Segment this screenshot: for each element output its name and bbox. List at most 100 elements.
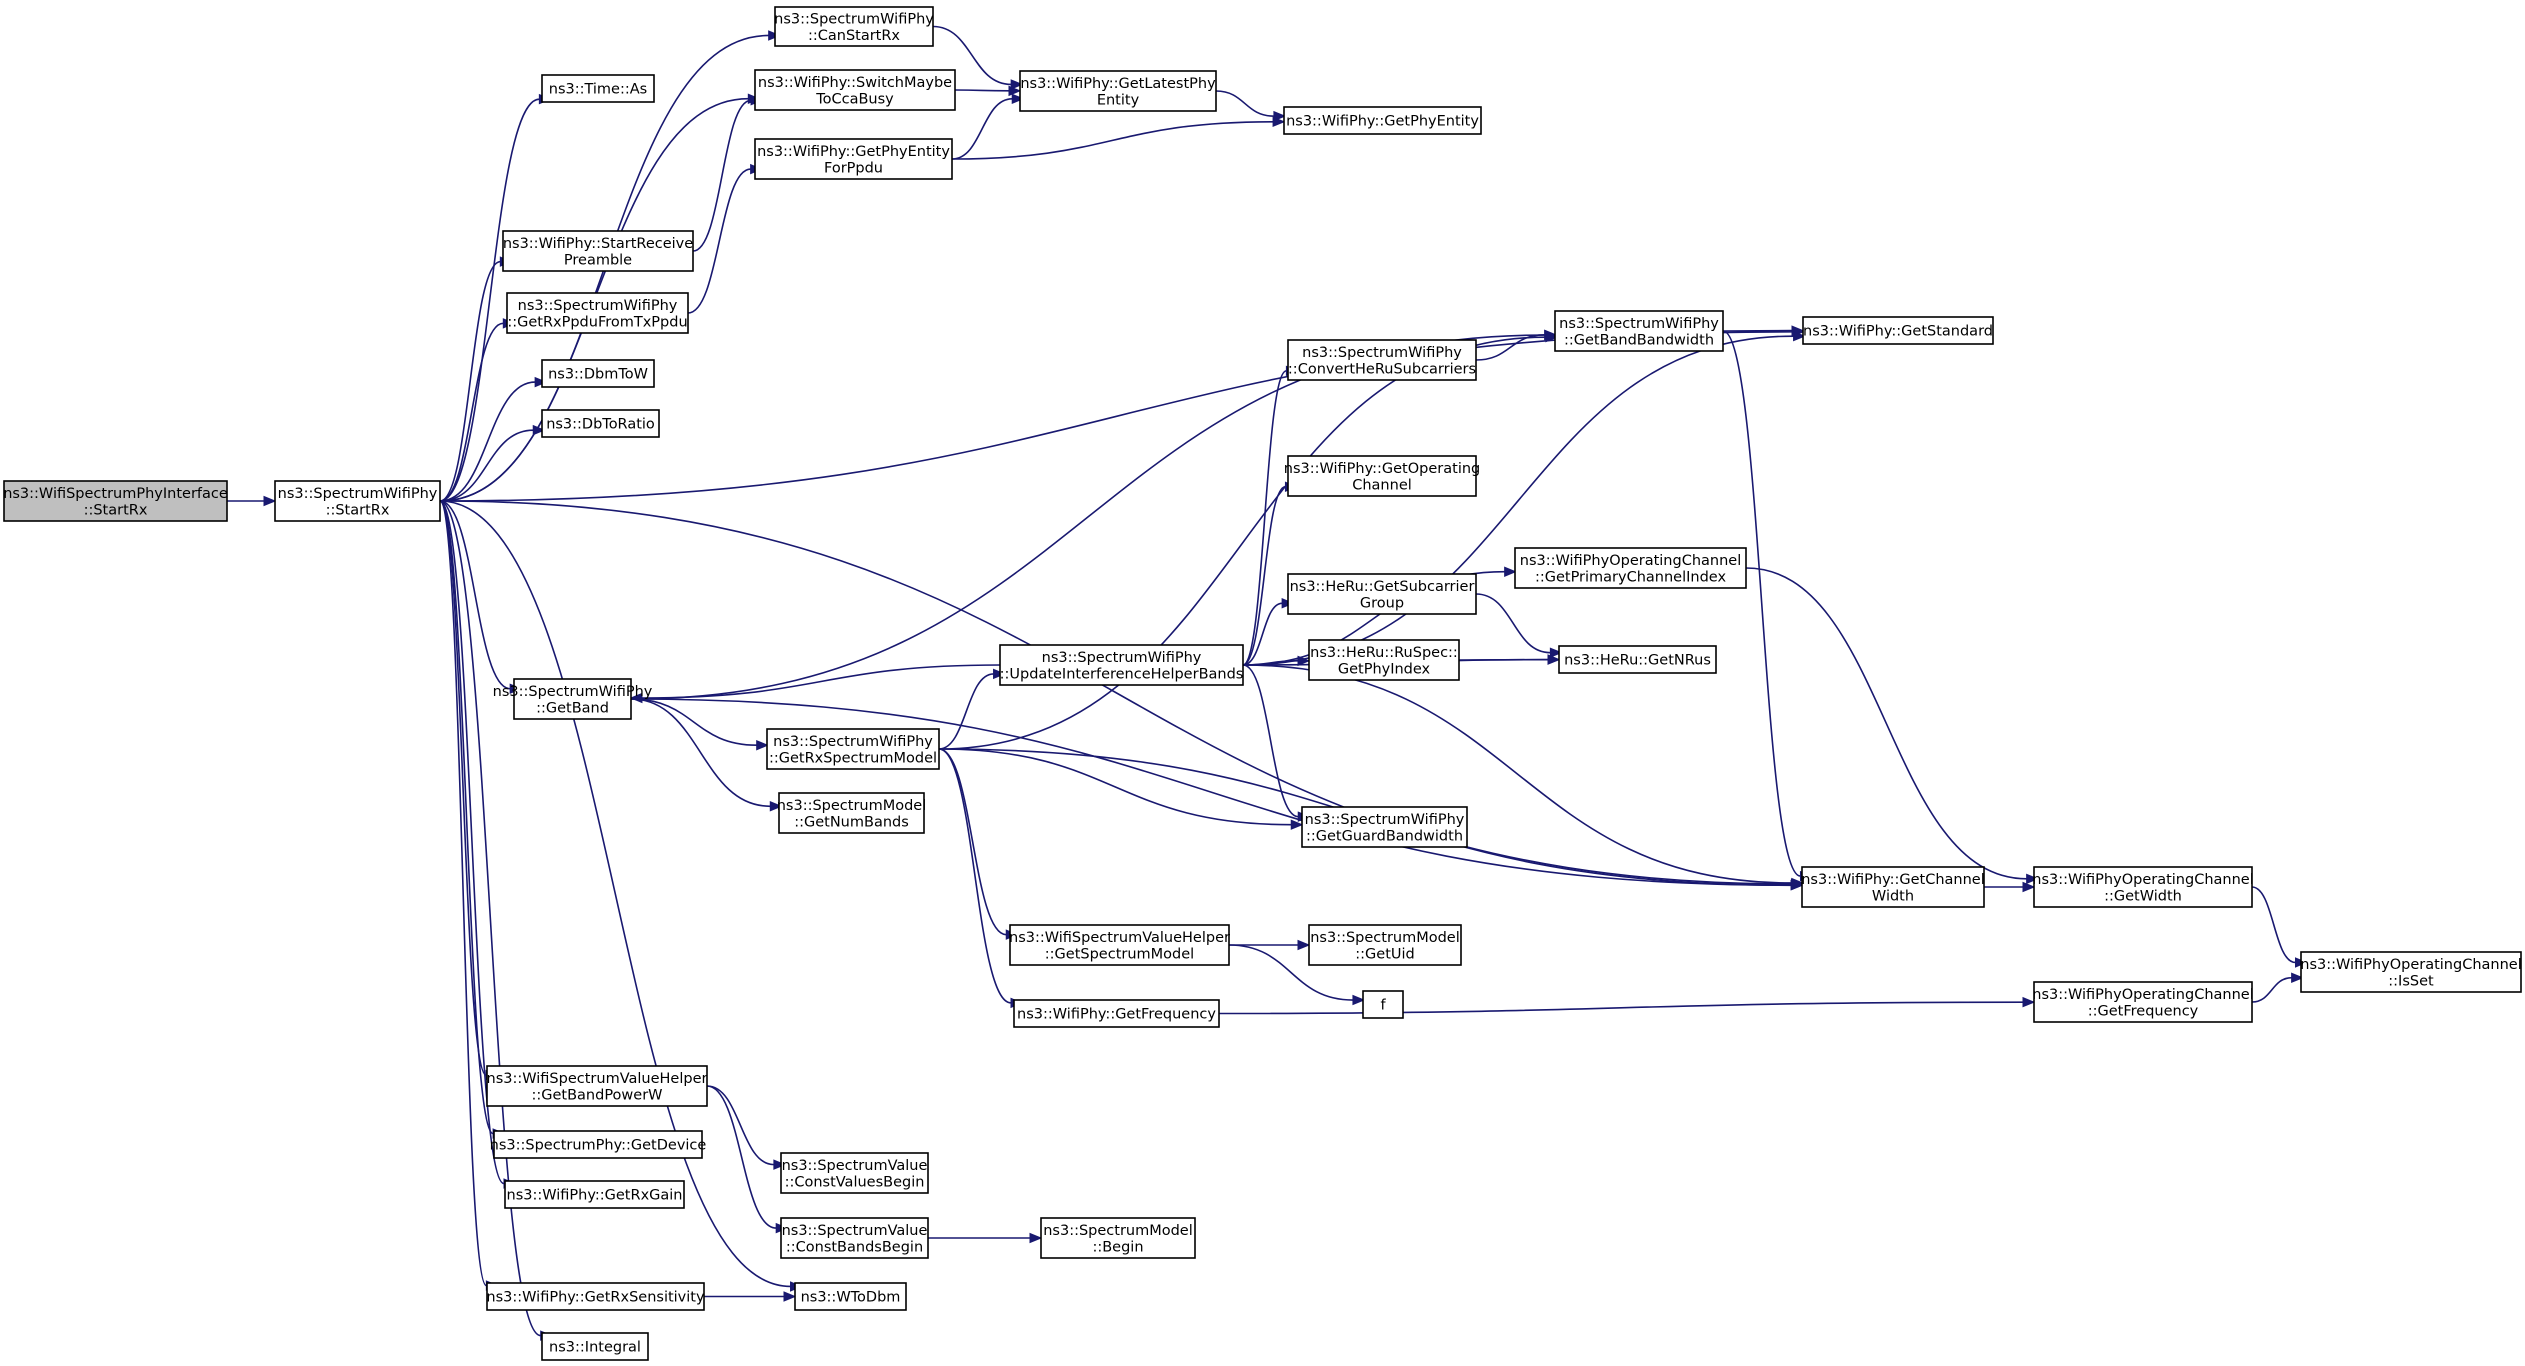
node-getbandpowerw[interactable]: ns3::WifiSpectrumValueHelper::GetBandPow… [486, 1065, 708, 1107]
node-label: f [1380, 998, 1386, 1014]
node-box [1301, 806, 1468, 848]
call-edge-getbandwidth-to-getstandard [1722, 325, 1805, 336]
node-getrxppdu[interactable]: ns3::SpectrumWifiPhy::GetRxPpduFromTxPpd… [506, 292, 689, 334]
call-edge-getband-to-getrxspectrum [630, 698, 769, 751]
node-label: ::UpdateInterferenceHelperBands [1000, 666, 1244, 682]
call-edge-root-to-sp_startrx [226, 495, 277, 507]
node-label: ns3::SpectrumWifiPhy [773, 734, 933, 750]
node-label: ::GetNumBands [794, 814, 909, 830]
node-box [2033, 866, 2253, 908]
node-label: ns3::Time::As [549, 82, 647, 98]
call-edge-updateinterf-to-converthe [1242, 365, 1299, 666]
node-getstandard[interactable]: ns3::WifiPhy::GetStandard [1802, 316, 1994, 345]
node-sm-begin[interactable]: ns3::SpectrumModel::Begin [1040, 1217, 1196, 1259]
call-edge-getrxspectrum-to-getfrequency [938, 748, 1024, 1009]
node-label: GetPhyIndex [1338, 661, 1431, 677]
node-ruspec-phyidx[interactable]: ns3::HeRu::RuSpec::GetPhyIndex [1308, 639, 1460, 681]
node-label: ::GetWidth [2104, 888, 2182, 904]
node-time-as[interactable]: ns3::Time::As [541, 74, 655, 103]
node-box [504, 1180, 685, 1209]
node-updateinterf[interactable]: ns3::SpectrumWifiPhy::UpdateInterference… [999, 644, 1244, 686]
node-label: ::GetBandPowerW [531, 1087, 662, 1103]
call-edge-getrxspectrum-to-getspectrummodel [938, 748, 1019, 940]
node-label: ns3::WifiPhy::SwitchMaybe [758, 75, 952, 91]
node-getbandwidth[interactable]: ns3::SpectrumWifiPhy::GetBandBandwidth [1554, 310, 1724, 352]
node-box [1287, 573, 1477, 615]
node-f[interactable]: f [1362, 990, 1404, 1019]
node-label: ns3::WToDbm [801, 1290, 901, 1306]
call-nodes: ns3::WifiSpectrumPhyInterface::StartRxns… [3, 6, 2522, 1361]
node-getnumbands[interactable]: ns3::SpectrumModel::GetNumBands [777, 792, 927, 834]
node-label: ::ConvertHeRuSubcarriers [1288, 361, 1476, 377]
call-edge-getbandwidth-to-getchannelwidth [1722, 330, 1813, 882]
node-getrxgain[interactable]: ns3::WifiPhy::GetRxGain [504, 1180, 685, 1209]
node-label: ::GetSpectrumModel [1045, 946, 1194, 962]
node-box [1801, 866, 1985, 908]
node-box [1554, 310, 1724, 352]
node-root[interactable]: ns3::WifiSpectrumPhyInterface::StartRx [3, 480, 228, 522]
node-box [1040, 1217, 1196, 1259]
node-getrxsens[interactable]: ns3::WifiPhy::GetRxSensitivity [486, 1282, 705, 1311]
node-getfrequency[interactable]: ns3::WifiPhy::GetFrequency [1013, 999, 1220, 1028]
node-box [754, 138, 953, 180]
node-label: ::GetRxPpduFromTxPpdu [507, 314, 687, 330]
node-label: ::Begin [1092, 1239, 1143, 1255]
node-box [1558, 645, 1717, 674]
call-edge-opch_getwidth-to-opch_isset [2251, 886, 2308, 968]
node-label: ForPpdu [824, 160, 883, 176]
node-constvalues[interactable]: ns3::SpectrumValue::ConstValuesBegin [780, 1152, 929, 1194]
call-edge-ruspec_phyidx-to-getnrus [1458, 654, 1561, 665]
call-edge-getrxspectrum-to-getguardbw [938, 748, 1304, 830]
node-label: Group [1360, 595, 1404, 611]
call-edge-sp_startrx-to-dbmtow [439, 376, 548, 502]
node-box [2300, 951, 2522, 993]
call-edge-getsubcarrier-to-getnrus [1475, 593, 1563, 658]
node-dbmtow[interactable]: ns3::DbmToW [541, 359, 655, 388]
node-label: ns3::SpectrumModel [1310, 930, 1460, 946]
node-box [774, 6, 934, 47]
node-label: ToCcaBusy [815, 91, 894, 107]
call-edge-switchmaybe-to-getlatestphy [954, 85, 1022, 97]
node-box [3, 480, 228, 522]
node-label: ns3::WifiSpectrumPhyInterface [3, 486, 228, 502]
call-edge-getphyentityppdu-to-getphyentity [951, 116, 1286, 160]
node-box [999, 644, 1244, 686]
node-opch-isset[interactable]: ns3::WifiPhyOperatingChannel::IsSet [2300, 951, 2522, 993]
node-dbtoratio[interactable]: ns3::DbToRatio [541, 409, 660, 438]
call-edge-getlatestphy-to-getphyentity [1215, 90, 1287, 122]
node-canstartrx[interactable]: ns3::SpectrumWifiPhy::CanStartRx [774, 6, 934, 47]
call-edge-updateinterf-to-getband [629, 664, 1001, 704]
node-label: ::CanStartRx [808, 28, 900, 44]
node-label: Entity [1097, 92, 1140, 108]
node-getspectrummodel[interactable]: ns3::WifiSpectrumValueHelper::GetSpectru… [1009, 924, 1230, 966]
node-constbands[interactable]: ns3::SpectrumValue::ConstBandsBegin [780, 1217, 929, 1259]
node-getguardbw[interactable]: ns3::SpectrumWifiPhy::GetGuardBandwidth [1301, 806, 1468, 848]
node-wtodbm[interactable]: ns3::WToDbm [794, 1282, 907, 1311]
node-getprimaryidx[interactable]: ns3::WifiPhyOperatingChannel::GetPrimary… [1514, 547, 1747, 589]
node-getdevice[interactable]: ns3::SpectrumPhy::GetDevice [490, 1130, 707, 1159]
node-getrxspectrum[interactable]: ns3::SpectrumWifiPhy::GetRxSpectrumModel [766, 728, 940, 770]
node-opch-getwidth[interactable]: ns3::WifiPhyOperatingChannel::GetWidth [2032, 866, 2254, 908]
node-getuid[interactable]: ns3::SpectrumModel::GetUid [1308, 924, 1462, 966]
node-opch-getfreq[interactable]: ns3::WifiPhyOperatingChannel::GetFrequen… [2032, 981, 2254, 1023]
node-label: ::GetBandBandwidth [1564, 332, 1714, 348]
node-getband[interactable]: ns3::SpectrumWifiPhy::GetBand [493, 678, 653, 720]
call-edge-getrxsens-to-wtodbm [704, 1291, 797, 1302]
node-box [1013, 999, 1220, 1028]
node-getphyentity[interactable]: ns3::WifiPhy::GetPhyEntity [1283, 106, 1482, 135]
node-integral[interactable]: ns3::Integral [541, 1332, 649, 1361]
node-converthe[interactable]: ns3::SpectrumWifiPhy::ConvertHeRuSubcarr… [1287, 339, 1477, 381]
node-label: ::ConstBandsBegin [786, 1239, 923, 1255]
node-label: ns3::WifiPhyOperatingChannel [1520, 553, 1741, 569]
node-getnrus[interactable]: ns3::HeRu::GetNRus [1558, 645, 1717, 674]
node-label: ::IsSet [2388, 973, 2434, 989]
node-sp-startrx[interactable]: ns3::SpectrumWifiPhy::StartRx [274, 480, 441, 522]
node-label: ns3::WifiPhyOperatingChannel [2300, 957, 2521, 973]
